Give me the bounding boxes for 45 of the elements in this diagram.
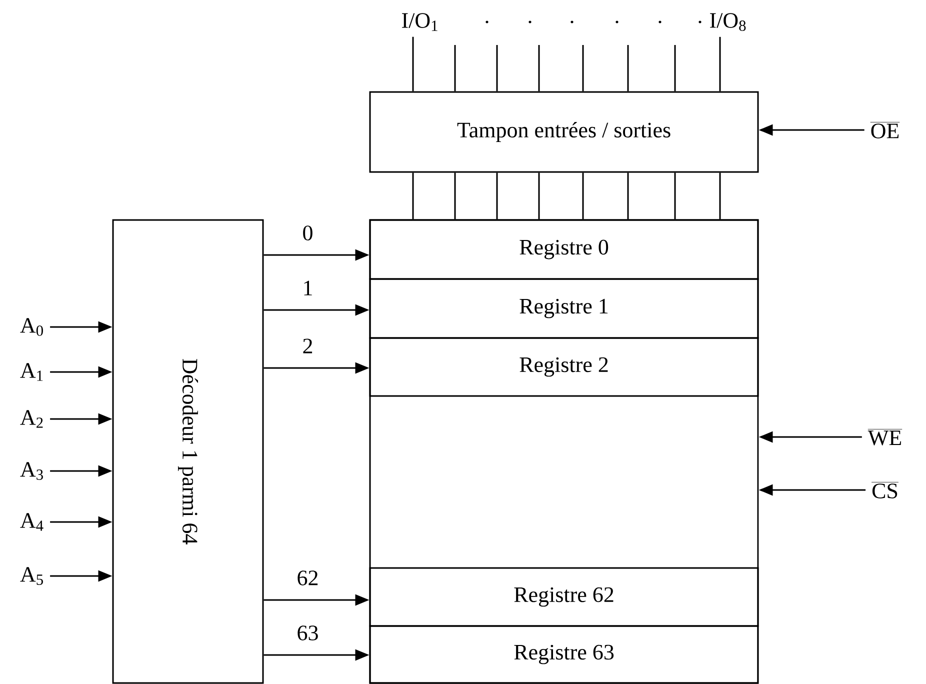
bus-line [674,45,676,92]
signal-label: OE [870,122,900,138]
register-row: Registre 1 [369,278,759,339]
bus-line [496,172,498,220]
address-label: A$_{4}$ [20,513,44,531]
bus-line [412,36,414,92]
address-label: A$_{0}$ [20,318,43,336]
bus-line [412,172,414,220]
bus-line [719,36,721,92]
ellipsis-dot: . [698,20,702,24]
bus-line [454,172,456,220]
bus-line [538,172,540,220]
register-row: Registre 0 [369,219,759,280]
edge-label: 63 [296,624,320,642]
ellipsis-dot: . [486,20,488,24]
address-label: A$_{2}$ [20,410,43,428]
bus-line [627,45,629,92]
ellipsis-dot: . [570,20,574,24]
register-row: Registre 2 [369,337,759,397]
bus-line [582,45,584,92]
edge-label: 62 [296,570,320,586]
address-label: A$_{5}$ [20,567,43,585]
register-row: Registre 63 [369,625,759,684]
address-label: A$_{3}$ [20,462,43,480]
bus-line [719,172,721,220]
edge-label: 2 [301,338,314,354]
edge-label: 1 [301,280,314,296]
address-label: A$_{1}$ [20,363,43,381]
buffer-box: Tampon entrées / sorties [369,91,759,173]
io-label: I/O$_{1}$ [402,13,438,31]
bus-line [627,172,629,220]
bus-line [582,172,584,220]
bus-line [674,172,676,220]
register-row: Registre 62 [369,567,759,627]
io-label: I/O$_{8}$ [710,13,746,31]
signal-label: WE [868,429,902,446]
bus-line [538,45,540,92]
ellipsis-dot: . [616,20,618,24]
ellipsis-dot: . [658,20,662,24]
ellipsis-dot: . [528,20,532,24]
signal-label: CS [871,482,899,498]
decoder-box: Décodeur 1 parmi 64 [112,219,264,684]
bus-line [454,45,456,92]
bus-line [496,45,498,92]
edge-label: 0 [301,224,314,242]
